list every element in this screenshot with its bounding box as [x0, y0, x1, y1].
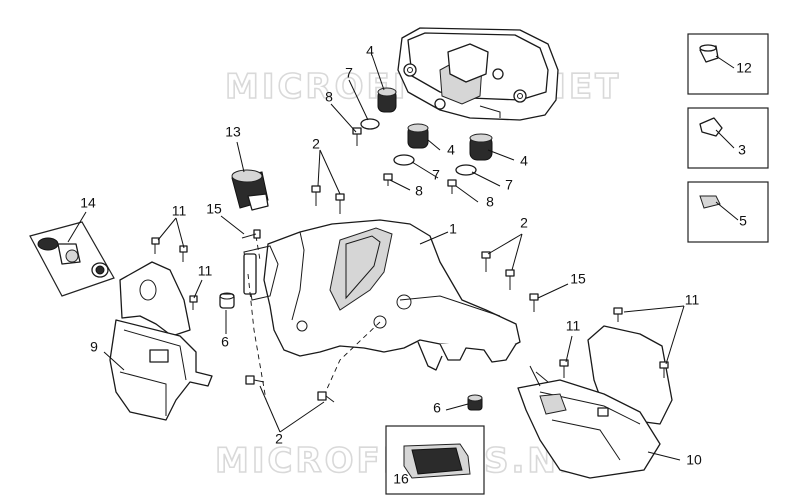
callout-11-left-upper: 11: [172, 203, 187, 219]
assembly-line-2: [321, 321, 381, 401]
callout-labels: 1 2 2 2 3 4 4 4 5 6 6 7 7 7 8 8 8 9 10 1…: [80, 43, 752, 487]
screw-15-left: [241, 229, 261, 239]
callout-12: 12: [736, 60, 752, 76]
screw-8-top: [352, 127, 362, 146]
screw-8-right: [447, 179, 457, 194]
callout-7-right: 7: [505, 177, 513, 193]
screw-8-middle: [383, 173, 393, 186]
callout-11-right-lower: 11: [566, 318, 581, 334]
callout-6-right: 6: [433, 400, 441, 416]
washer-7-middle: [393, 154, 415, 166]
glove-box-10: [517, 325, 673, 479]
callout-5: 5: [739, 213, 747, 229]
grommet-4-middle: [407, 123, 429, 149]
grommet-4-right: [469, 133, 493, 161]
screw-2-upper-right: [335, 193, 345, 214]
screw-11-right-a: [613, 307, 623, 322]
switch-box-16: [385, 425, 485, 495]
callout-4-top: 4: [366, 43, 374, 59]
screw-2-bottom-right: [317, 391, 335, 403]
switch-bracket-9: [109, 261, 213, 421]
callout-2-bottom: 2: [275, 431, 283, 447]
callout-10: 10: [686, 452, 702, 468]
callout-9: 9: [90, 339, 98, 355]
screw-15-right: [529, 293, 539, 312]
callout-3: 3: [738, 142, 746, 158]
screw-2-bottom-left: [245, 375, 265, 385]
screw-2-right-a: [481, 251, 491, 272]
callout-4-right: 4: [520, 153, 528, 169]
assembly-line-1: [247, 273, 267, 401]
assembly-line-3: [255, 235, 261, 261]
callout-4-middle: 4: [447, 142, 455, 158]
callout-7-middle: 7: [432, 167, 440, 183]
detail-box-3: [687, 107, 769, 169]
callout-14: 14: [80, 195, 96, 211]
spacer-6-left: [219, 292, 235, 309]
callout-6-left: 6: [221, 334, 229, 350]
screw-11-left-c: [189, 295, 198, 310]
screw-2-right-b: [505, 269, 515, 290]
callout-15-right: 15: [570, 271, 586, 287]
callout-8-middle: 8: [415, 183, 423, 199]
washer-7-top: [360, 118, 380, 130]
detail-box-12: [687, 33, 769, 95]
headlight-fairing: [243, 219, 521, 371]
screw-11-left-a: [151, 237, 160, 254]
callout-2-right: 2: [520, 215, 528, 231]
callout-15-left: 15: [206, 201, 222, 217]
screw-11-right-b: [659, 361, 669, 378]
callout-7-top: 7: [345, 65, 353, 81]
instrument-cluster: [397, 27, 559, 121]
ignition-lock-box: [29, 221, 115, 297]
callout-8-top: 8: [325, 89, 333, 105]
screw-2-upper-left: [311, 185, 321, 206]
callout-11-right-upper: 11: [685, 292, 700, 308]
rubber-boot-13: [231, 169, 269, 211]
spacer-6-right: [467, 394, 483, 411]
callout-11-left-lower: 11: [198, 263, 213, 279]
grommet-4-top: [377, 87, 397, 113]
screw-11-left-b: [179, 245, 188, 262]
callout-16: 16: [393, 471, 409, 487]
callout-8-right: 8: [486, 194, 494, 210]
callout-1: 1: [449, 221, 457, 237]
washer-7-right: [455, 164, 477, 176]
callout-13: 13: [225, 124, 241, 140]
screw-11-right-c: [559, 359, 569, 378]
callout-2-upper: 2: [312, 136, 320, 152]
leader-lines: [67, 54, 739, 461]
